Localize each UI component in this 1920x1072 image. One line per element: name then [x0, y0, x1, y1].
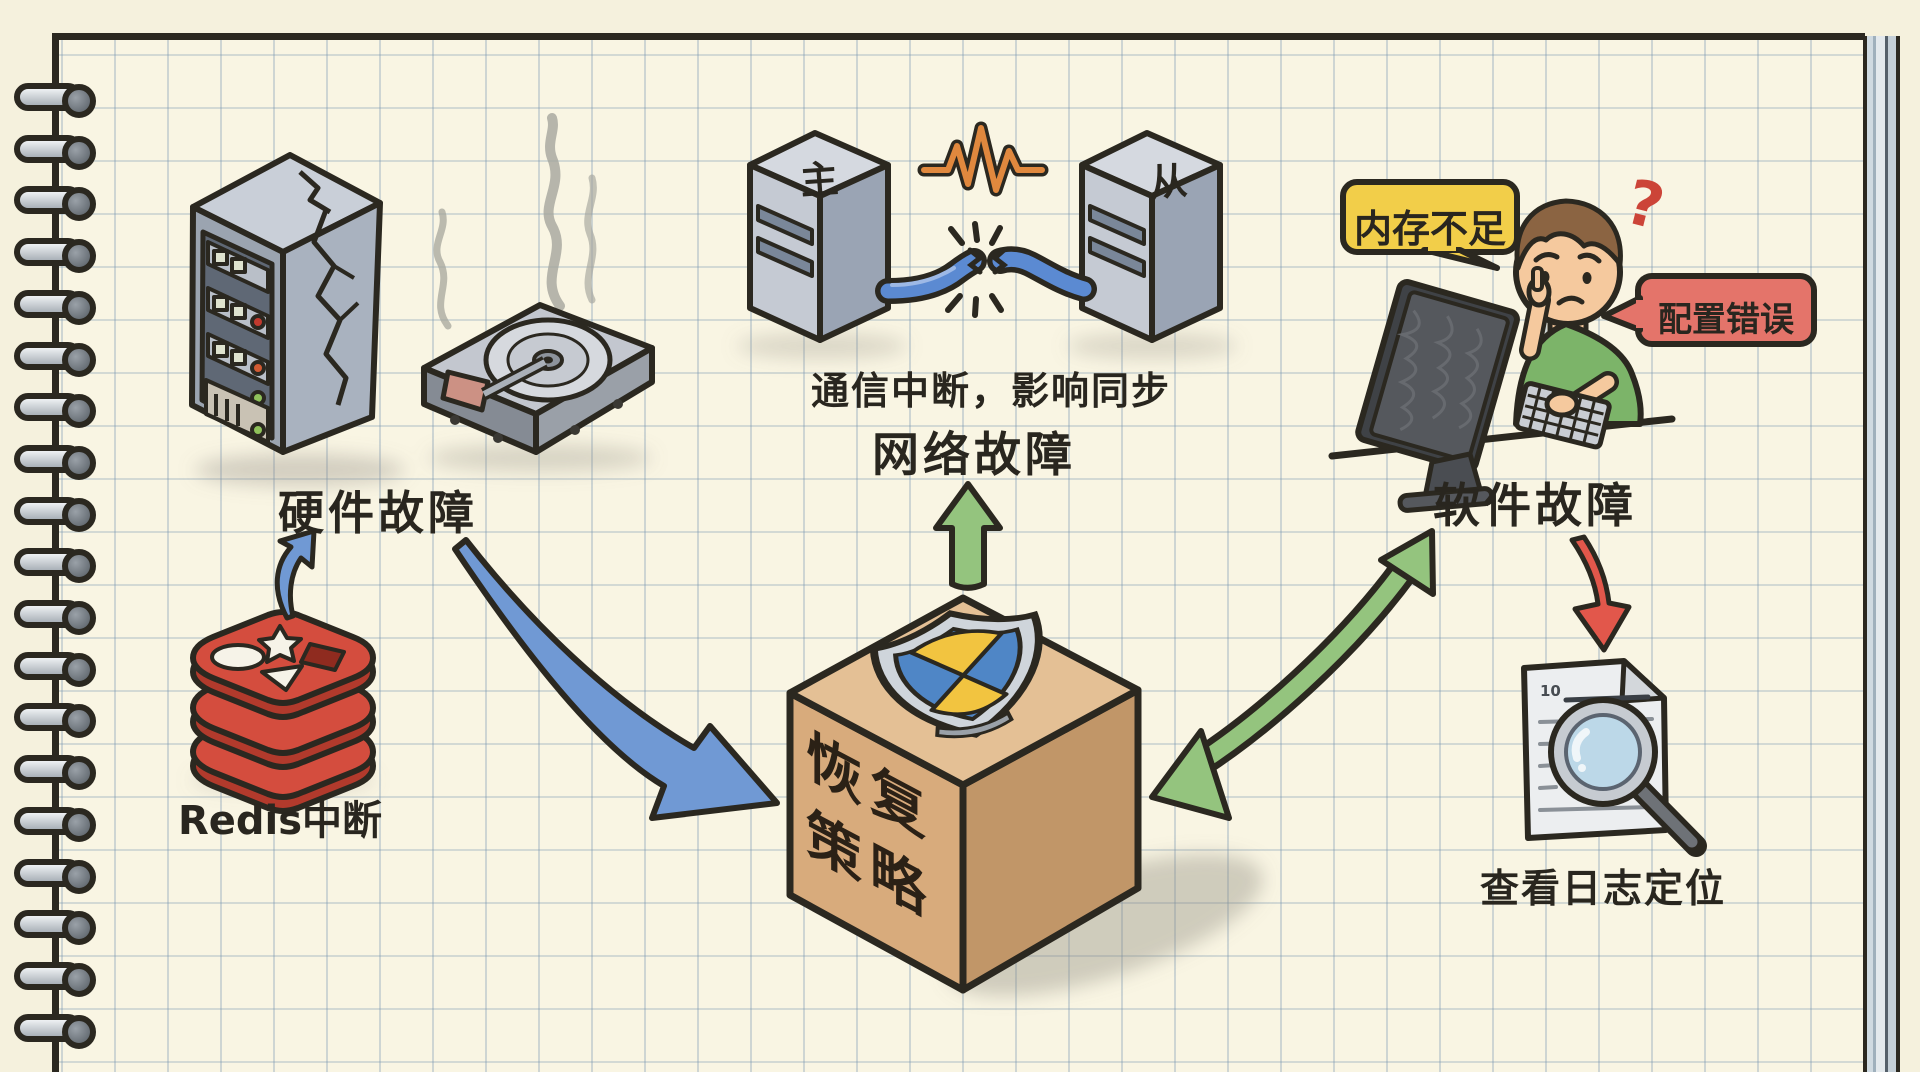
hard-drive-icon	[421, 302, 655, 455]
monitor-base	[1397, 486, 1495, 513]
view-logs-label: 查看日志定位	[1479, 867, 1727, 912]
master-label: 主	[798, 156, 840, 204]
spiral-binding	[0, 0, 120, 1072]
arrow-redis-to-hardware	[274, 528, 317, 621]
person-at-computer	[1328, 179, 1817, 513]
memory-bubble-label: 内存不足	[1353, 207, 1507, 251]
spiral-ring	[14, 83, 96, 118]
broken-cable-icon	[875, 221, 1097, 318]
spiral-ring	[14, 651, 96, 687]
spiral-ring	[14, 703, 96, 739]
spiral-ring	[14, 289, 96, 325]
spiral-ring	[14, 548, 96, 584]
cracked-server-icon	[189, 152, 383, 455]
spiral-ring	[14, 496, 96, 532]
spiral-ring	[14, 858, 96, 894]
spiral-ring	[14, 1013, 96, 1049]
spiral-ring	[14, 238, 96, 274]
memory-bubble-shape	[1340, 179, 1520, 271]
monitor-icon	[1355, 279, 1520, 473]
network-description-label: 通信中断，影响同步	[810, 369, 1172, 413]
spiral-ring	[14, 444, 96, 480]
slave-label: 从	[1147, 158, 1189, 206]
network-failure-label: 网络故障	[872, 428, 1076, 483]
spiral-ring	[14, 134, 96, 170]
arrow-hardware-to-strategy	[452, 537, 780, 821]
arrow-strategy-to-network	[933, 481, 1003, 591]
shield-icon	[869, 610, 1043, 739]
spiral-ring	[14, 961, 96, 997]
log-document-icon	[1521, 658, 1707, 857]
signal-zigzag-icon	[917, 121, 1049, 197]
arrow-strategy-software	[1149, 528, 1436, 821]
page-edge	[1863, 36, 1900, 1072]
master-server-icon	[747, 130, 891, 343]
spiral-ring	[14, 393, 96, 429]
software-failure-label: 软件故障	[1433, 479, 1637, 534]
redis-interrupt-label: Redis中断	[177, 798, 383, 844]
spiral-ring	[14, 341, 96, 377]
spiral-ring	[14, 755, 96, 791]
spiral-ring	[14, 910, 96, 946]
redis-logo-icon	[190, 609, 376, 814]
arrow-software-to-logs	[1569, 534, 1632, 653]
smoke-icon	[433, 113, 597, 330]
spiral-ring	[14, 600, 96, 635]
spiral-ring	[14, 806, 96, 842]
slave-server-icon	[1079, 130, 1223, 343]
config-bubble-shape	[1601, 273, 1817, 347]
magnifier-icon	[1548, 697, 1707, 857]
doc-line-number: 10	[1540, 682, 1561, 700]
config-bubble-label: 配置错误	[1658, 300, 1794, 340]
spiral-ring	[14, 186, 96, 222]
hardware-failure-label: 硬件故障	[278, 486, 478, 540]
